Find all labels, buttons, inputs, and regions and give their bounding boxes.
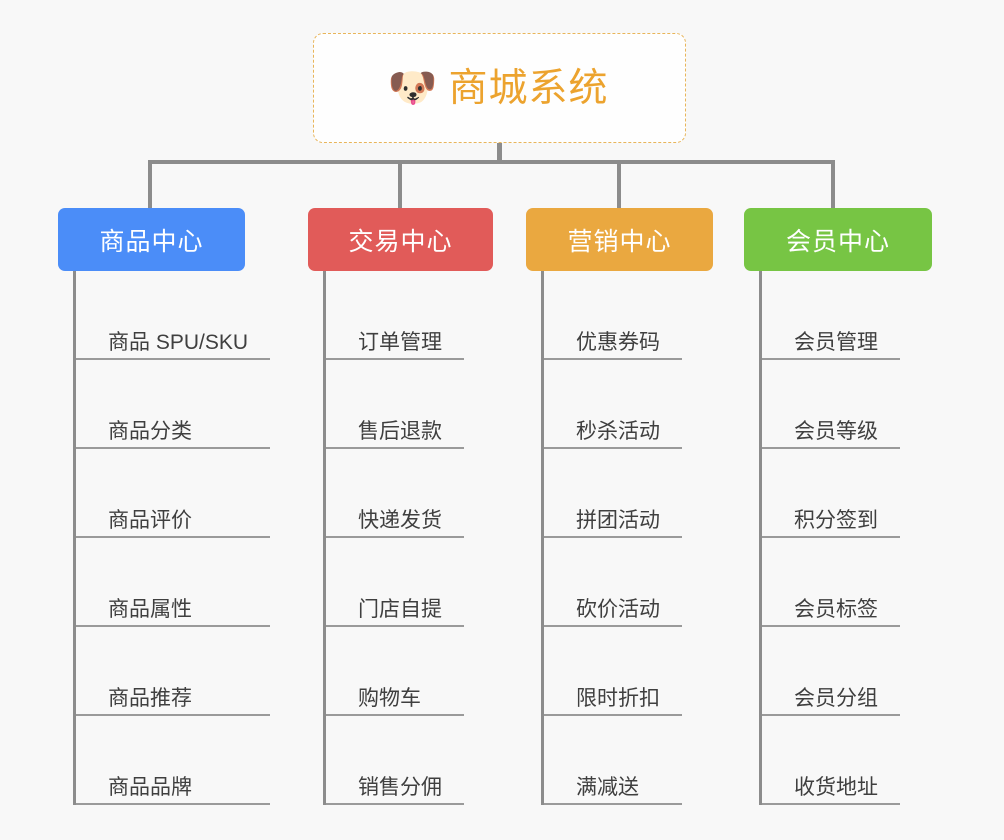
leaf-item-label: 售后退款 <box>358 419 442 443</box>
leaf-item[interactable]: 收货地址 <box>762 716 900 805</box>
leaf-item[interactable]: 会员分组 <box>762 627 900 716</box>
leaf-item[interactable]: 会员标签 <box>762 538 900 627</box>
leaf-item[interactable]: 门店自提 <box>326 538 464 627</box>
horizontal-bus-line <box>148 160 834 164</box>
leaf-item[interactable]: 限时折扣 <box>544 627 682 716</box>
leaf-item-label: 限时折扣 <box>576 686 660 710</box>
leaf-item[interactable]: 购物车 <box>326 627 464 716</box>
drop-line-2 <box>398 160 402 208</box>
leaf-item-label: 销售分佣 <box>358 775 442 799</box>
category-column-3: 营销中心 优惠券码秒杀活动拼团活动砍价活动限时折扣满减送 <box>526 208 713 805</box>
leaf-list-3: 优惠券码秒杀活动拼团活动砍价活动限时折扣满减送 <box>541 271 682 805</box>
category-header-1[interactable]: 商品中心 <box>58 208 245 271</box>
leaf-item-label: 订单管理 <box>358 330 442 354</box>
leaf-item-label: 商品推荐 <box>108 686 192 710</box>
leaf-item[interactable]: 会员管理 <box>762 271 900 360</box>
leaf-item[interactable]: 商品分类 <box>76 360 271 449</box>
leaf-item-label: 会员等级 <box>794 419 878 443</box>
leaf-item[interactable]: 销售分佣 <box>326 716 464 805</box>
drop-line-3 <box>617 160 621 208</box>
leaf-item[interactable]: 售后退款 <box>326 360 464 449</box>
leaf-list-4: 会员管理会员等级积分签到会员标签会员分组收货地址 <box>759 271 900 805</box>
leaf-item-label: 满减送 <box>576 775 639 799</box>
leaf-item-label: 商品属性 <box>108 597 192 621</box>
category-header-4[interactable]: 会员中心 <box>744 208 932 271</box>
category-column-4: 会员中心 会员管理会员等级积分签到会员标签会员分组收货地址 <box>744 208 932 805</box>
category-header-3[interactable]: 营销中心 <box>526 208 713 271</box>
leaf-item-label: 会员分组 <box>794 686 878 710</box>
category-header-label: 会员中心 <box>785 227 890 256</box>
category-header-label: 交易中心 <box>348 227 453 256</box>
leaf-item[interactable]: 砍价活动 <box>544 538 682 627</box>
category-column-2: 交易中心 订单管理售后退款快递发货门店自提购物车销售分佣 <box>308 208 493 805</box>
leaf-item[interactable]: 商品评价 <box>76 449 271 538</box>
root-node[interactable]: 🐶 商城系统 <box>313 33 686 143</box>
category-header-label: 营销中心 <box>567 227 672 256</box>
category-header-2[interactable]: 交易中心 <box>308 208 493 271</box>
leaf-item-label: 商品评价 <box>108 508 192 532</box>
leaf-item-label: 商品品牌 <box>108 775 192 799</box>
leaf-item[interactable]: 订单管理 <box>326 271 464 360</box>
leaf-item[interactable]: 商品属性 <box>76 538 271 627</box>
leaf-item-label: 快递发货 <box>358 508 442 532</box>
leaf-item-label: 商品分类 <box>108 419 192 443</box>
leaf-item-label: 积分签到 <box>794 508 878 532</box>
leaf-item[interactable]: 优惠券码 <box>544 271 682 360</box>
leaf-item-label: 拼团活动 <box>576 508 660 532</box>
leaf-item[interactable]: 积分签到 <box>762 449 900 538</box>
leaf-item-label: 会员标签 <box>794 597 878 621</box>
leaf-item-label: 购物车 <box>358 686 421 710</box>
leaf-list-2: 订单管理售后退款快递发货门店自提购物车销售分佣 <box>323 271 464 805</box>
leaf-item-label: 秒杀活动 <box>576 419 660 443</box>
leaf-item[interactable]: 拼团活动 <box>544 449 682 538</box>
leaf-list-1: 商品 SPU/SKU 商品分类商品评价商品属性商品推荐商品品牌 <box>73 271 271 805</box>
leaf-item-label: 砍价活动 <box>576 597 660 621</box>
drop-line-4 <box>831 160 835 208</box>
leaf-item-label: 收货地址 <box>794 775 878 799</box>
leaf-item[interactable]: 会员等级 <box>762 360 900 449</box>
root-stem-line <box>497 143 502 163</box>
category-column-1: 商品中心 商品 SPU/SKU 商品分类商品评价商品属性商品推荐商品品牌 <box>58 208 271 805</box>
leaf-item-label: 优惠券码 <box>576 330 660 354</box>
leaf-item[interactable]: 秒杀活动 <box>544 360 682 449</box>
drop-line-1 <box>148 160 152 208</box>
leaf-item[interactable]: 满减送 <box>544 716 682 805</box>
leaf-item[interactable]: 商品品牌 <box>76 716 271 805</box>
leaf-item-label: 门店自提 <box>358 597 442 621</box>
leaf-item[interactable]: 商品推荐 <box>76 627 271 716</box>
leaf-item-label: 商品 SPU/SKU <box>108 330 249 354</box>
leaf-item[interactable]: 商品 SPU/SKU <box>76 271 271 360</box>
root-node-label: 商城系统 <box>448 66 609 110</box>
leaf-item[interactable]: 快递发货 <box>326 449 464 538</box>
category-header-label: 商品中心 <box>99 227 204 256</box>
leaf-item-label: 会员管理 <box>794 330 878 354</box>
shiba-dog-icon: 🐶 <box>387 66 438 110</box>
